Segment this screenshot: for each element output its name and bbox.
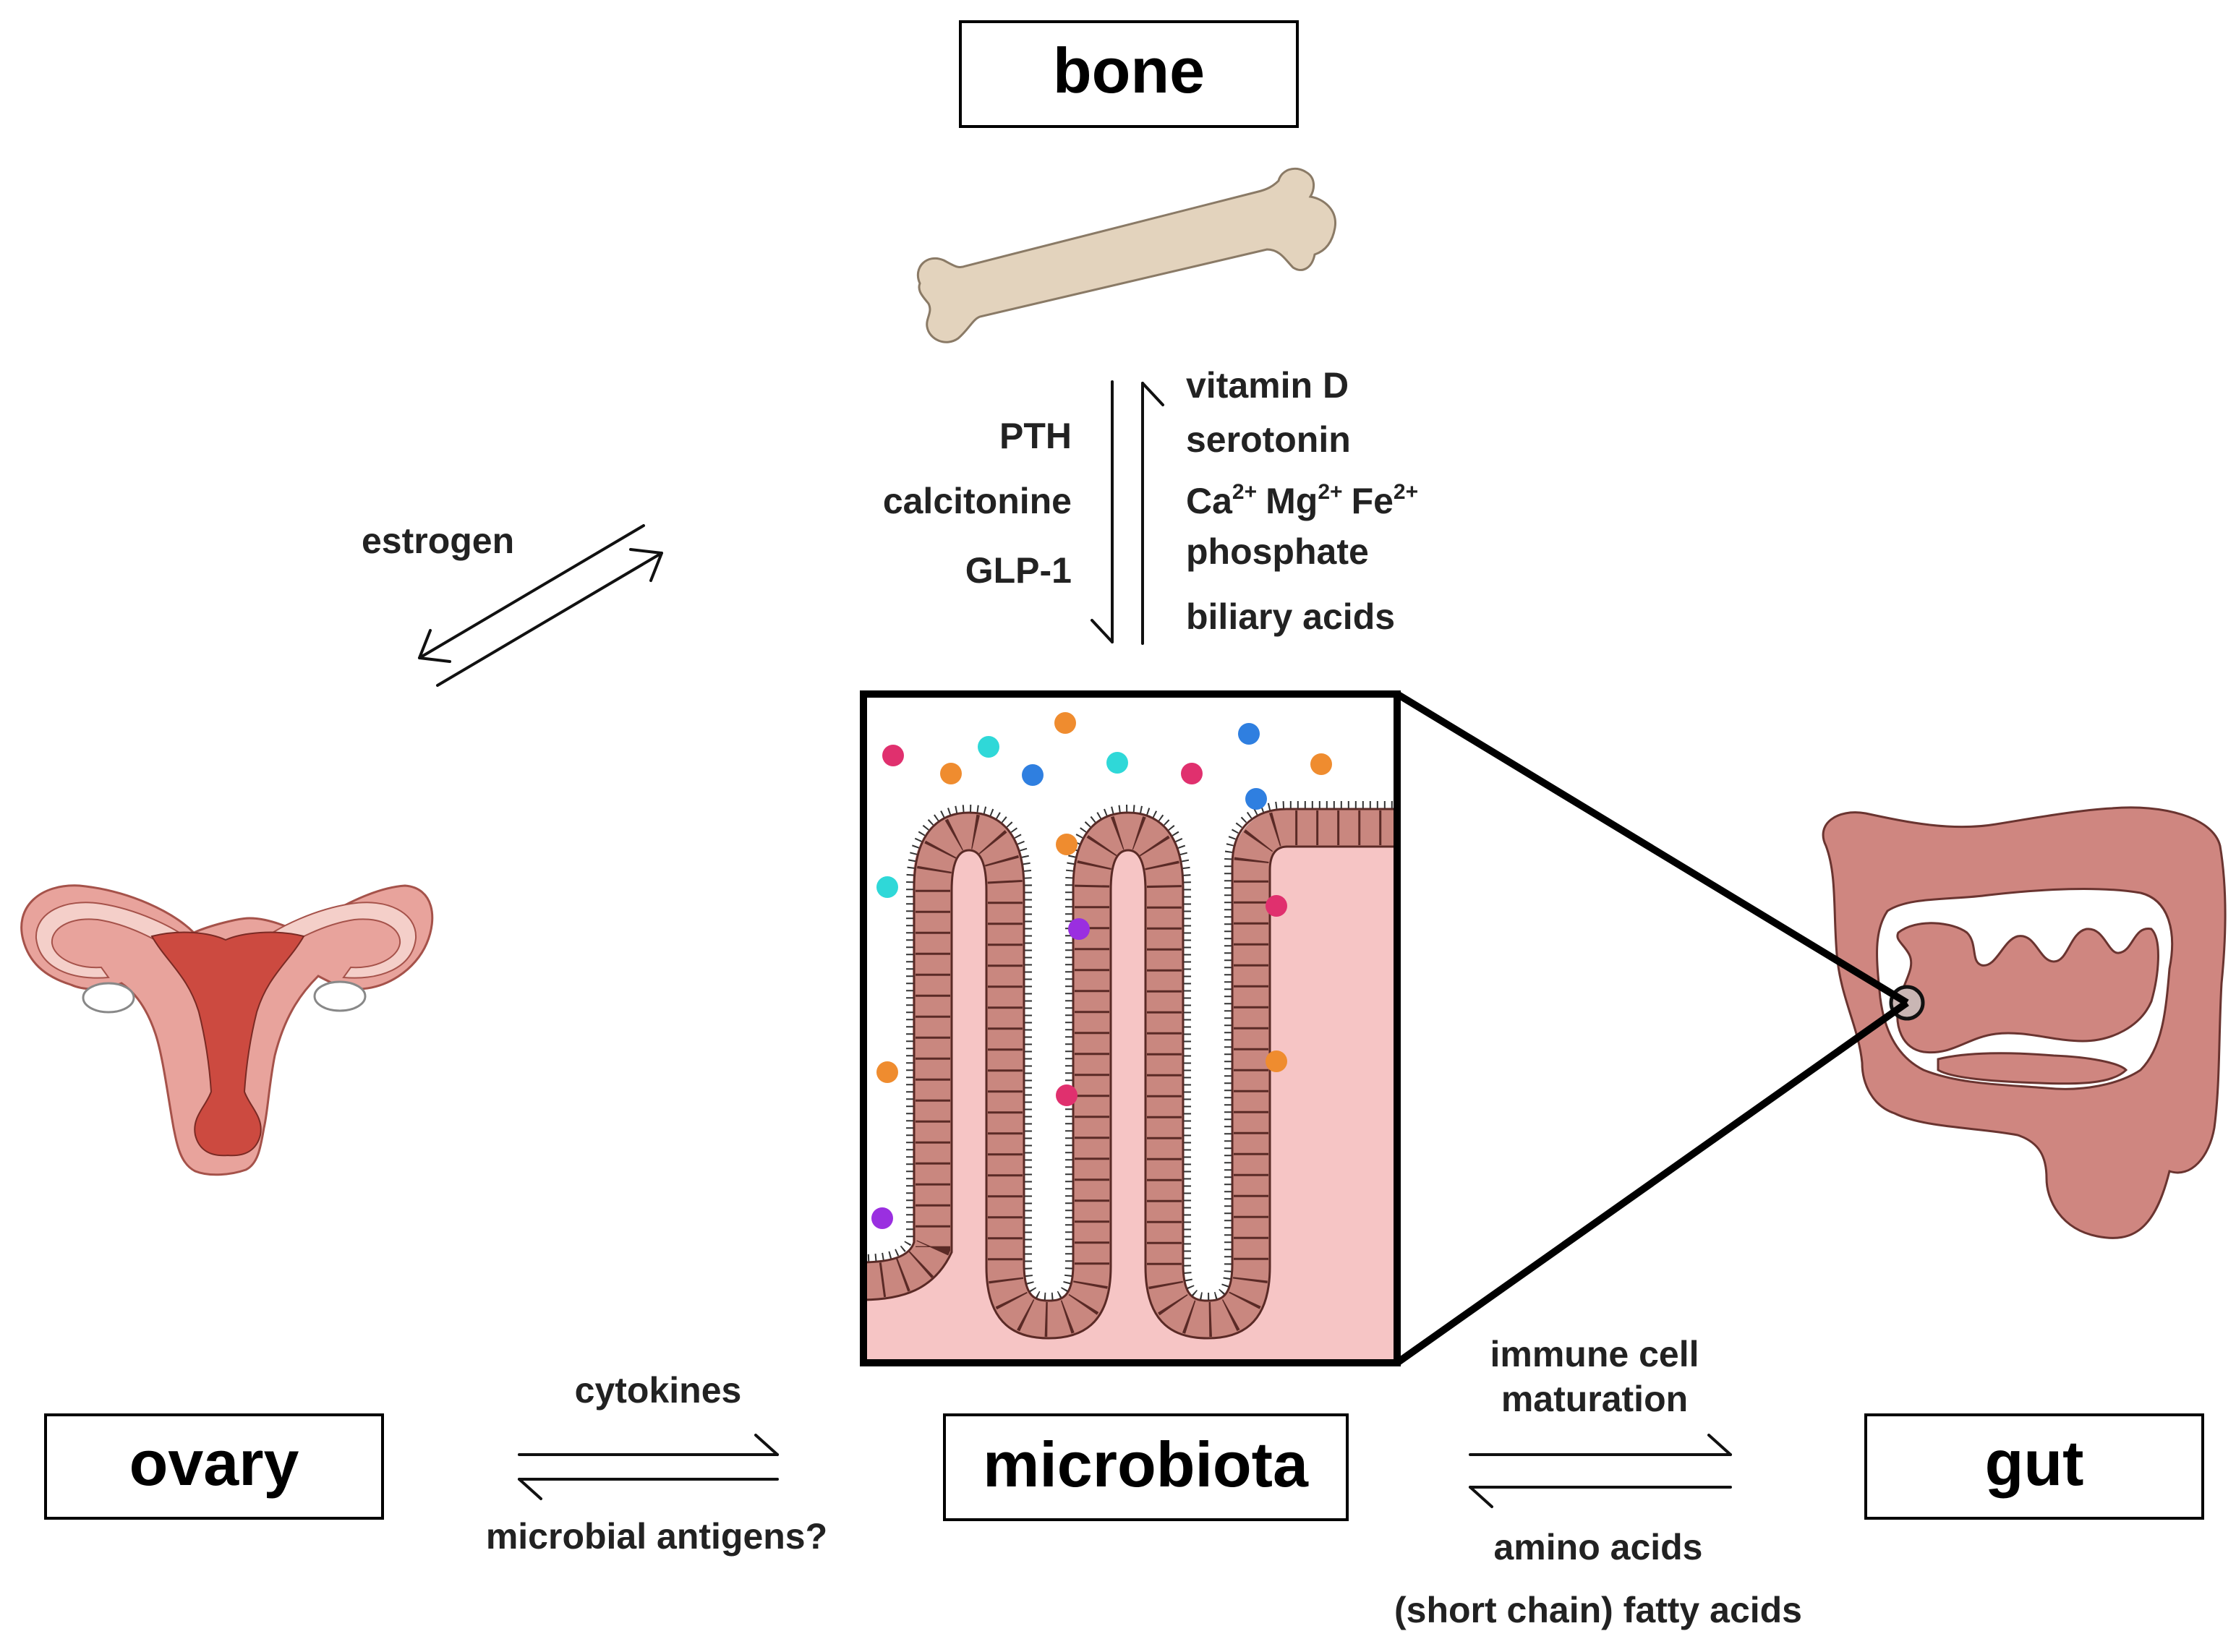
microbe-cyan <box>876 876 898 898</box>
microbe-orange <box>876 1061 898 1083</box>
bone-illustration <box>916 167 1336 343</box>
bone-label: bone <box>1053 35 1205 106</box>
bone-microbiota-arrows <box>1091 380 1164 645</box>
phosphate-label: phosphate <box>1186 531 1369 572</box>
microbe-purple <box>871 1207 893 1229</box>
microbe-blue <box>1238 723 1260 745</box>
zoom-lines <box>1395 690 1909 1366</box>
ovary-label: ovary <box>129 1427 299 1499</box>
gut-label: gut <box>1985 1427 2084 1499</box>
ovary-node: ovary <box>44 1413 384 1520</box>
microbe-orange <box>1266 1050 1287 1072</box>
microbiota-node: microbiota <box>943 1413 1349 1521</box>
amino-acids-label: amino acids <box>1494 1527 1703 1567</box>
gut-box <box>1864 1413 2204 1520</box>
microbe-pink <box>882 745 904 766</box>
microbe-purple <box>1068 918 1090 940</box>
microbe-orange <box>1056 834 1078 855</box>
ovary-bone-arrows <box>418 524 663 687</box>
microbe-pink <box>1266 895 1287 917</box>
microbe-orange <box>940 763 962 784</box>
cytokines-label: cytokines <box>575 1370 742 1411</box>
ions-label: Ca2+Mg2+Fe2+ <box>1186 480 1418 521</box>
estrogen-label: estrogen <box>362 521 514 561</box>
right-ovary <box>313 980 367 1012</box>
biliary-acids-label: biliary acids <box>1186 596 1395 637</box>
microbes <box>871 712 1332 1229</box>
microbe-blue <box>1245 788 1267 810</box>
microbe-blue <box>1022 764 1044 786</box>
left-ovary <box>82 982 135 1014</box>
microbial-antigens-label: microbial antigens? <box>486 1516 827 1557</box>
microbe-orange <box>1310 753 1332 775</box>
calcitonine-label: calcitonine <box>883 481 1072 521</box>
ovary-to-bone-arrow <box>436 552 663 687</box>
microbe-pink <box>1056 1084 1078 1106</box>
gut-node: gut <box>1864 1413 2204 1520</box>
pth-label: PTH <box>999 416 1072 456</box>
uterus-illustration <box>20 884 434 1176</box>
microbe-cyan <box>1106 752 1128 774</box>
ovary-box <box>44 1413 384 1520</box>
microbiota-inset <box>860 690 1401 1366</box>
bone-to-ovary-arrow <box>418 524 645 659</box>
glp1-label: GLP-1 <box>965 550 1072 591</box>
microbiota-gut-arrows <box>1469 1434 1732 1508</box>
bone-node: bone <box>959 20 1299 128</box>
gut-illustration <box>1822 806 2227 1239</box>
inset-frame <box>860 690 1401 1366</box>
microbiota-box <box>943 1413 1349 1521</box>
fatty-acids-label: (short chain) fatty acids <box>1394 1590 1802 1630</box>
vitamin-d-label: vitamin D <box>1186 365 1349 406</box>
maturation-label: maturation <box>1501 1379 1688 1419</box>
immune-cell-label: immune cell <box>1490 1334 1699 1374</box>
microbiota-label: microbiota <box>983 1429 1309 1500</box>
microbe-cyan <box>978 736 999 758</box>
bone-box <box>959 20 1299 128</box>
ovary-microbiota-arrows <box>518 1434 779 1500</box>
microbe-pink <box>1181 763 1203 784</box>
serotonin-label: serotonin <box>1186 419 1351 460</box>
microbe-orange <box>1054 712 1076 734</box>
